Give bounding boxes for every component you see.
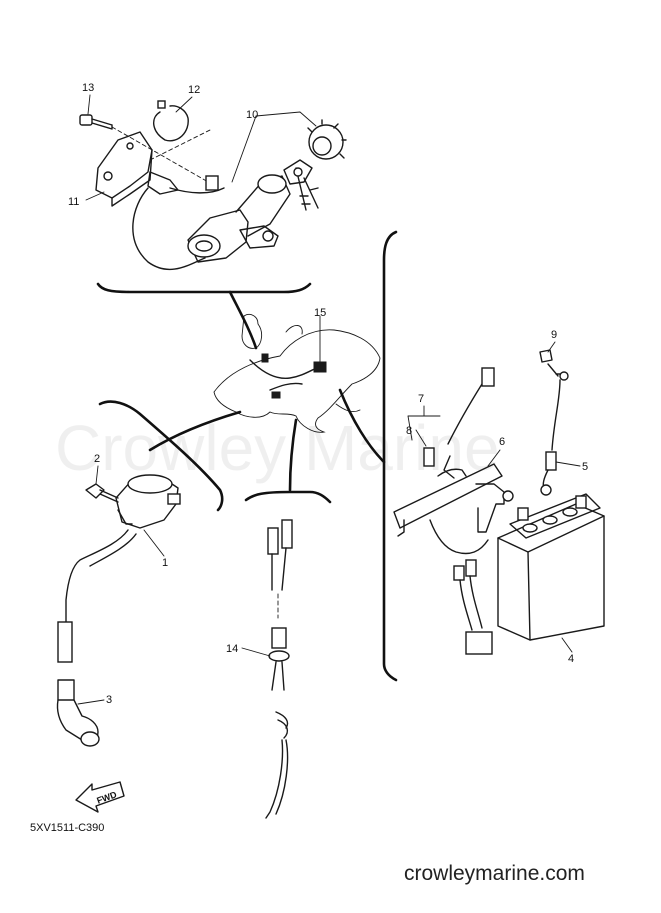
website-text: crowleymarine.com — [404, 862, 585, 885]
callout-15: 15 — [314, 307, 326, 319]
callout-11: 11 — [68, 196, 79, 208]
callout-1: 1 — [162, 557, 168, 569]
callout-4: 4 — [568, 653, 574, 665]
battery-group — [382, 230, 605, 682]
fwd-label: FWD — [95, 789, 118, 806]
connector-line — [148, 410, 242, 452]
callout-13: 13 — [82, 82, 94, 94]
callout-14: 14 — [226, 643, 238, 655]
ignition-coil-group: FWD — [56, 400, 224, 813]
sensor-group — [244, 490, 332, 819]
callout-6: 6 — [499, 436, 505, 448]
callout-8: 8 — [406, 425, 412, 437]
callout-12: 12 — [188, 84, 200, 96]
connector-line — [288, 418, 298, 492]
callout-9: 9 — [551, 329, 557, 341]
callouts: 13 12 10 11 15 9 7 8 6 5 2 1 14 — [68, 82, 588, 706]
ignition-switch-group — [79, 100, 347, 294]
callout-3: 3 — [106, 694, 112, 706]
diagram-code: 5XV1511-C390 — [30, 822, 104, 834]
callout-7: 7 — [418, 393, 424, 405]
callout-5: 5 — [582, 461, 588, 473]
callout-2: 2 — [94, 453, 100, 465]
connector-line — [228, 290, 258, 350]
callout-10: 10 — [246, 109, 258, 121]
connector-line — [338, 388, 386, 464]
